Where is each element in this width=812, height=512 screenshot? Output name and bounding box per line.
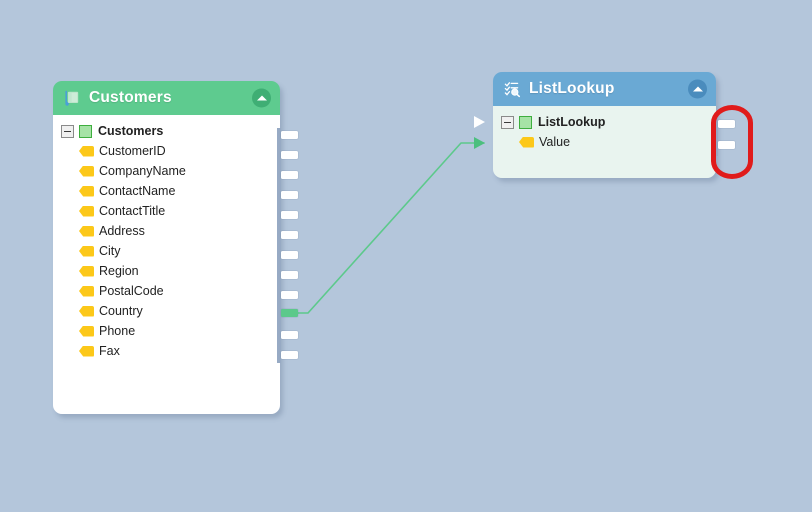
field-row[interactable]: City	[71, 241, 280, 261]
output-connector-fax[interactable]	[281, 351, 298, 359]
node-listlookup-title: ListLookup	[529, 80, 615, 97]
field-icon	[79, 165, 94, 177]
field-icon	[79, 325, 94, 337]
chevron-up-icon	[692, 86, 703, 91]
node-customers-title: Customers	[89, 89, 172, 106]
output-connector-region[interactable]	[281, 271, 298, 279]
field-label: Phone	[99, 324, 136, 338]
annotation-highlight-output-connectors	[711, 105, 753, 179]
node-listlookup-header[interactable]: ListLookup	[493, 72, 716, 106]
field-label: PostalCode	[99, 284, 164, 298]
tree-root-row[interactable]: ListLookup	[493, 112, 716, 132]
field-label: Fax	[99, 344, 120, 358]
field-icon	[79, 185, 94, 197]
field-icon	[79, 265, 94, 277]
output-rail-customers	[277, 128, 281, 363]
field-icon	[79, 285, 94, 297]
node-customers-header[interactable]: Customers	[53, 81, 280, 115]
output-connector-contactname[interactable]	[281, 191, 298, 199]
field-icon	[79, 305, 94, 317]
field-icon	[79, 205, 94, 217]
field-icon	[79, 145, 94, 157]
field-icon	[79, 245, 94, 257]
field-label: Country	[99, 304, 143, 318]
field-row[interactable]: Region	[71, 261, 280, 281]
expander-minus-icon[interactable]	[501, 115, 514, 129]
field-label: ContactName	[99, 184, 176, 198]
field-row[interactable]: Value	[511, 132, 716, 152]
chevron-up-icon	[256, 95, 267, 100]
field-label: Value	[539, 135, 571, 149]
tree-root-label: Customers	[98, 124, 164, 138]
field-row[interactable]: Country	[71, 301, 280, 321]
output-connector-country[interactable]	[281, 309, 298, 317]
input-port-2-arrow-icon[interactable]	[474, 137, 485, 149]
table-icon	[79, 124, 92, 138]
field-row[interactable]: ContactName	[71, 181, 280, 201]
field-label: Region	[99, 264, 139, 278]
node-customers[interactable]: Customers Customers CustomerID CompanyNa…	[53, 81, 280, 414]
input-port-1-arrow-icon[interactable]	[474, 116, 485, 128]
field-label: City	[99, 244, 121, 258]
field-label: CompanyName	[99, 164, 186, 178]
output-connector-city[interactable]	[281, 251, 298, 259]
field-row[interactable]: CustomerID	[71, 141, 280, 161]
field-row[interactable]: PostalCode	[71, 281, 280, 301]
node-listlookup[interactable]: ListLookup ListLookup Value	[493, 72, 716, 178]
list-search-icon	[503, 80, 521, 98]
field-row[interactable]: ContactTitle	[71, 201, 280, 221]
field-label: ContactTitle	[99, 204, 166, 218]
collapse-button-listlookup[interactable]	[688, 79, 707, 99]
output-connector-contacttitle[interactable]	[281, 211, 298, 219]
table-icon	[519, 115, 532, 129]
collapse-button-customers[interactable]	[252, 88, 271, 108]
output-connector-phone[interactable]	[281, 331, 298, 339]
field-label: Address	[99, 224, 145, 238]
node-listlookup-body: ListLookup Value	[493, 106, 716, 178]
node-customers-body: Customers CustomerID CompanyName Contact…	[53, 115, 280, 414]
expander-minus-icon[interactable]	[61, 124, 74, 138]
field-icon	[519, 136, 534, 148]
table-database-icon	[63, 89, 81, 107]
field-icon	[79, 225, 94, 237]
output-connector-postalcode[interactable]	[281, 291, 298, 299]
output-connector-companyname[interactable]	[281, 171, 298, 179]
field-row[interactable]: Phone	[71, 321, 280, 341]
field-label: CustomerID	[99, 144, 166, 158]
tree-root-label: ListLookup	[538, 115, 606, 129]
tree-root-row[interactable]: Customers	[53, 121, 280, 141]
field-icon	[79, 345, 94, 357]
field-row[interactable]: Fax	[71, 341, 280, 361]
field-row[interactable]: CompanyName	[71, 161, 280, 181]
connection-line-country-to-listlookup[interactable]	[291, 142, 485, 314]
output-connector-root[interactable]	[281, 131, 298, 139]
field-row[interactable]: Address	[71, 221, 280, 241]
output-connector-customerid[interactable]	[281, 151, 298, 159]
output-connector-address[interactable]	[281, 231, 298, 239]
